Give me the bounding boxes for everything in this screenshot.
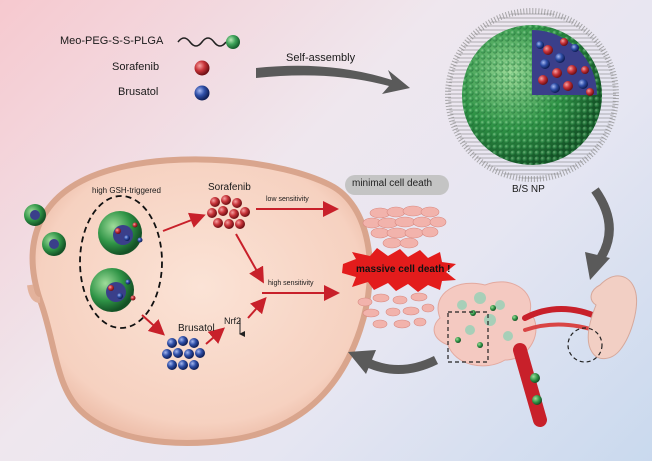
np-core-drugs [536,38,594,96]
self-assembly-arrow [256,65,410,94]
tumor-to-cell-arrow [364,355,439,375]
self-assembly-label: Self-assembly [286,52,356,64]
high-sensitivity-label: high sensitivity [268,280,314,287]
endosome-to-brusatol-arrow [141,314,165,336]
bs-nanoparticle [445,8,619,182]
minimal-death-label: minimal cell death [352,178,433,189]
brusatol-to-nrf2-arrow [205,327,226,345]
minimal-death-tissue [362,205,447,249]
sorafenib-to-high-arrow [235,233,264,284]
minimal-death-badge [345,175,449,195]
endosome [79,195,163,329]
nanoparticle-label: B/S NP [512,184,545,195]
legend-polymer-label: Meo-PEG-S-S-PLGA [60,35,164,47]
massive-death-label: massive cell death ! [356,264,451,275]
cell-brusatol-label: Brusatol [178,323,215,334]
tumor [433,281,537,367]
endosome-to-sorafenib-arrow [162,212,206,232]
gsh-trigger-label: high GSH-triggered [92,186,161,195]
massive-death-burst [342,248,456,292]
legend-brusatol-label: Brusatol [118,86,159,98]
entering-nanoparticles [24,204,66,256]
massive-death-tissue [357,292,435,329]
brusatol-cluster [162,336,205,370]
endosome-nanoparticles [90,211,143,312]
cell [27,156,373,446]
mouse-icon [587,275,638,359]
cell-sorafenib-label: Sorafenib [208,182,251,193]
legend-sorafenib-label: Sorafenib [112,61,160,73]
low-sensitivity-label: low sensitivity [266,196,309,203]
nrf2-label: Nrf2 [224,316,242,326]
sorafenib-sphere-icon [194,60,210,76]
injection-site [567,327,603,363]
nrf2-to-high-arrow [247,297,267,319]
brusatol-sphere-icon [194,85,210,101]
np-to-tumor-arrow [591,187,614,265]
polymer-icon [177,35,240,49]
sorafenib-cluster [207,195,250,229]
